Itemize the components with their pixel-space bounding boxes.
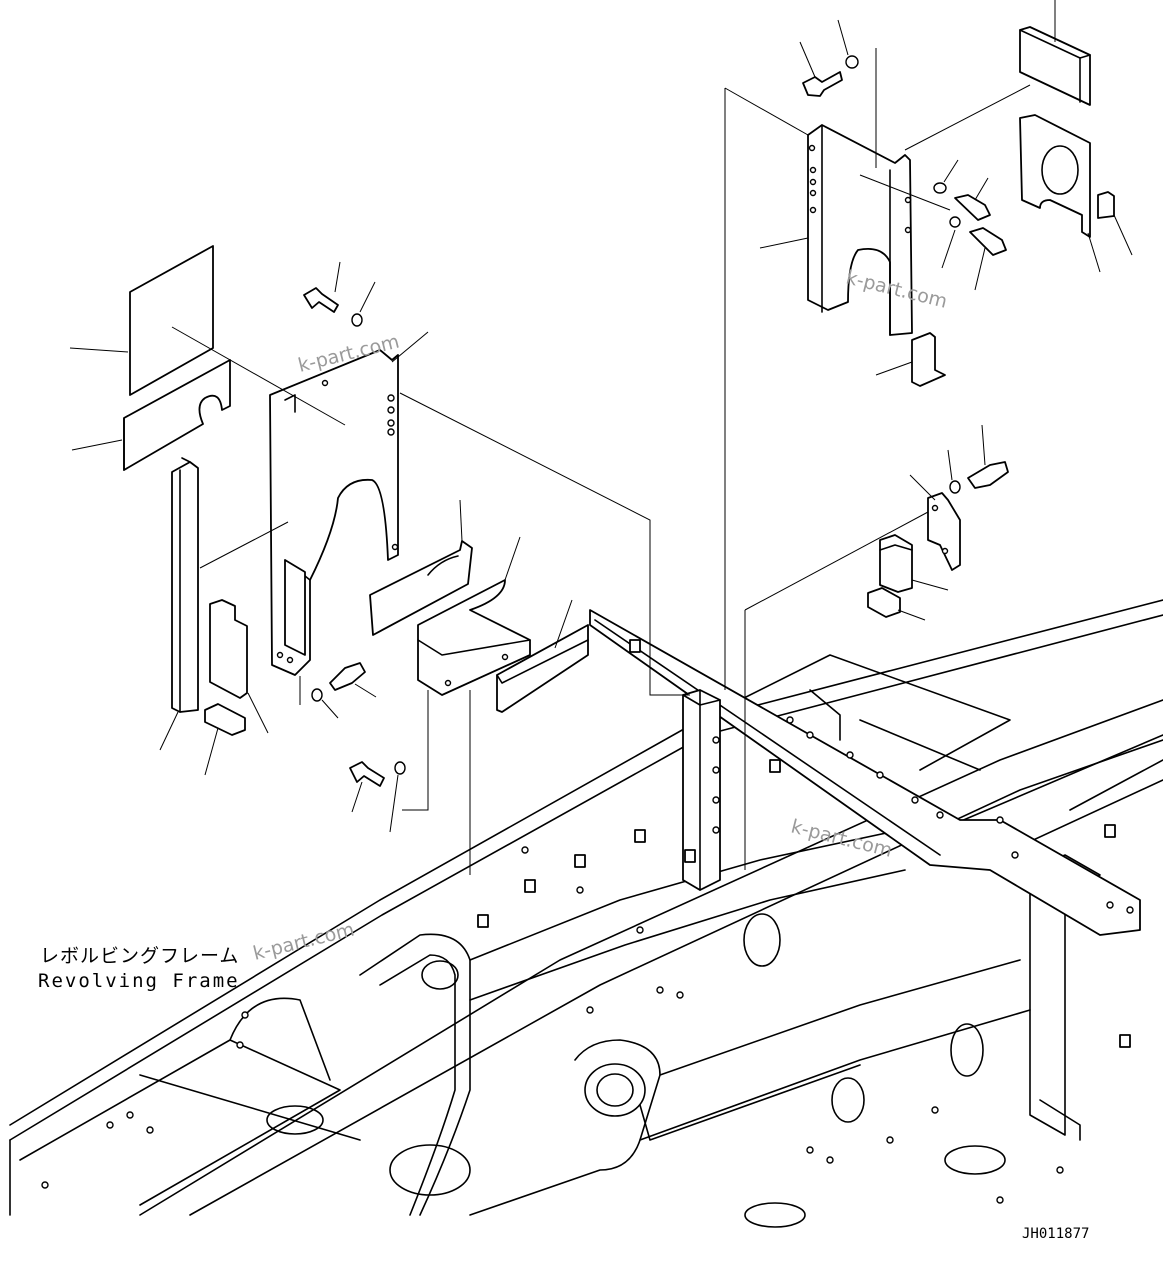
frame-label-japanese: レボルビングフレーム [40,945,239,967]
leader-lines-right [759,0,1133,621]
right-exploded-parts [724,0,1133,870]
l-block [911,332,946,387]
small-pad [1097,191,1115,219]
angle-bracket [417,579,531,696]
block-lower [867,587,901,618]
strip-cushion [369,540,473,636]
assembly-lines-right [724,48,1031,870]
bolt-set-right [802,55,1009,494]
top-cushion [1019,26,1091,106]
wedge-block [496,624,589,713]
leader-lines-left [69,261,573,833]
stepped-block [209,599,248,699]
revolving-frame [9,599,1163,1228]
vertical-seal-bar [171,461,199,713]
block-upper [879,534,913,593]
small-spacer [204,703,246,736]
frame-label-english: Revolving Frame [38,970,240,992]
left-exploded-parts [69,245,690,875]
cushion-pad [129,245,214,396]
watermark-text: k-part.com [251,918,357,964]
small-bracket [927,492,961,571]
notched-cushion [123,359,231,471]
frame-holes [41,716,1134,1204]
assembly-lines-left [171,326,690,875]
bolt-set-left [303,287,406,787]
right-cover-plate [807,124,913,336]
frame-studs [477,639,1131,1048]
round-cutout-cushion [1019,114,1091,238]
drawing-id: JH011877 [1022,1226,1089,1242]
